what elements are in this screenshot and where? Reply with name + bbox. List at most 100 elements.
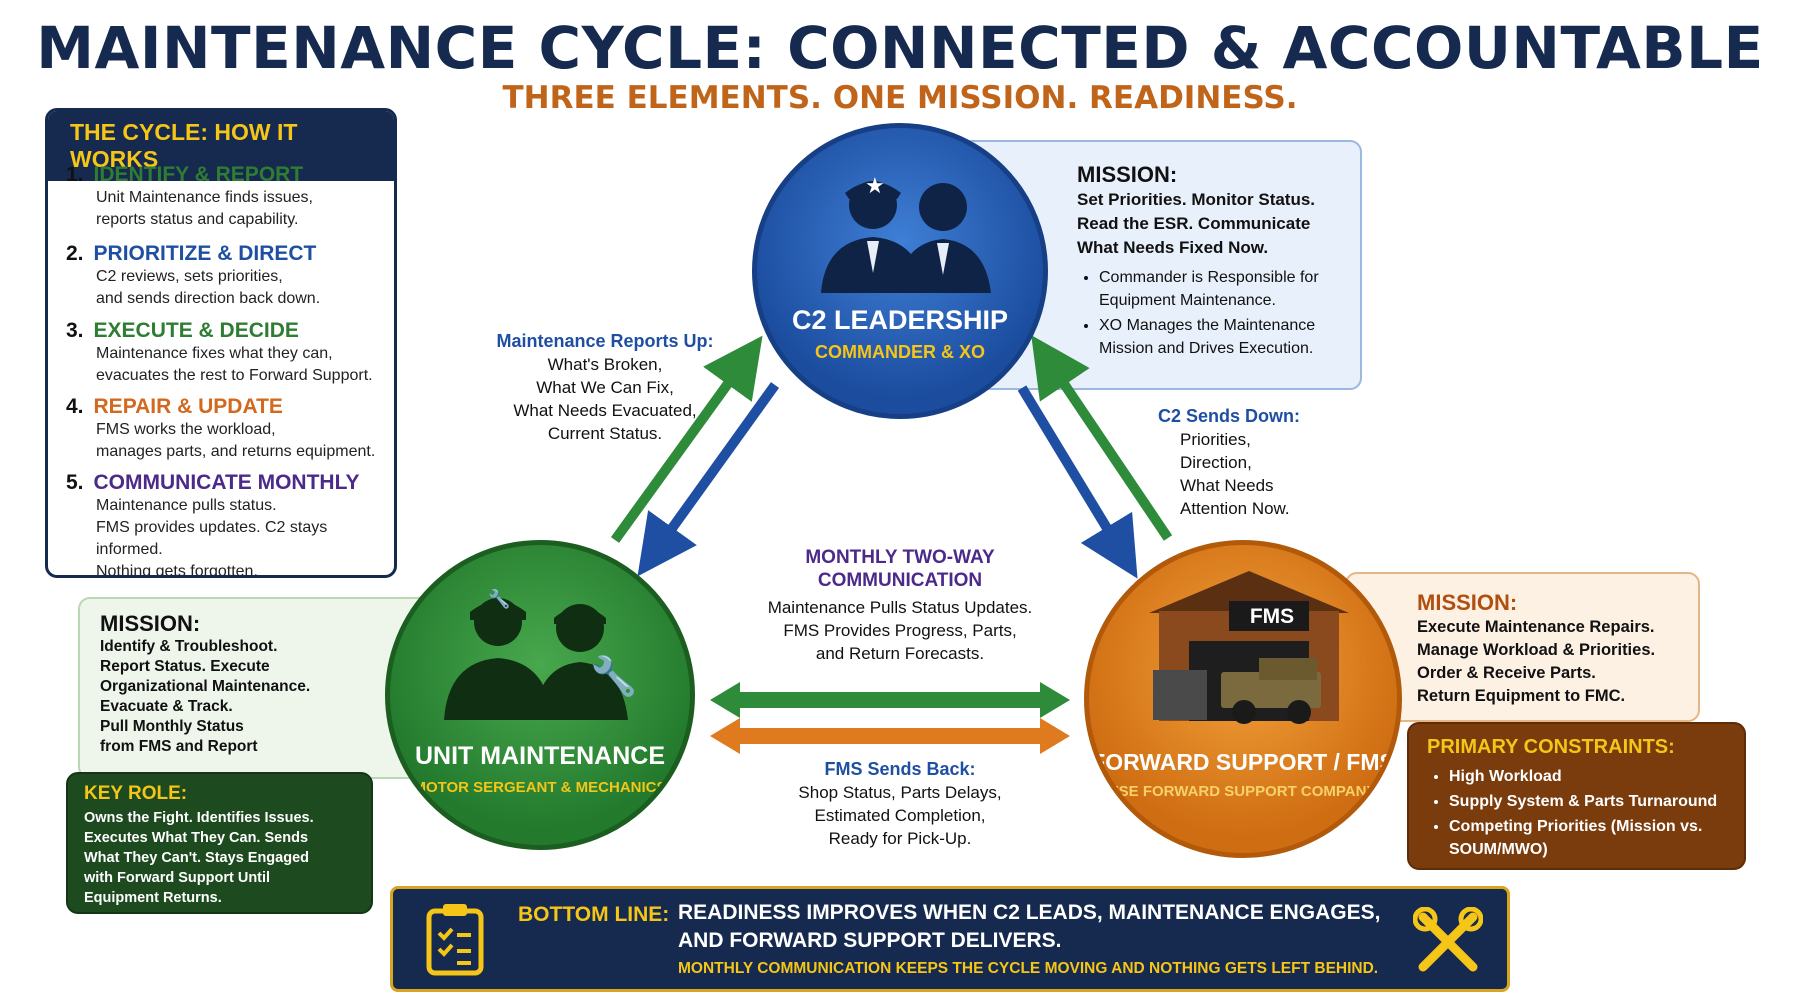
c2-mission-heading: MISSION:: [1077, 162, 1178, 187]
step-text: evacuates the rest to Forward Support.: [96, 367, 373, 384]
flow-line: Maintenance Pulls Status Updates.: [767, 598, 1033, 617]
page-title: MAINTENANCE CYCLE: CONNECTED & ACCOUNTAB…: [36, 14, 1764, 82]
c2-mission-line: What Needs Fixed Now.: [1077, 238, 1269, 257]
monthly-heading: MONTHLY TWO-WAY: [805, 547, 995, 568]
key-role-line: What They Can't. Stays Engaged: [84, 850, 310, 866]
key-role-line: Equipment Returns.: [84, 890, 222, 906]
arrow-direction-down-right: [1017, 385, 1138, 579]
flow-line: FMS Provides Progress, Parts,: [783, 621, 1017, 640]
cycle-step-5: 5. COMMUNICATE MONTHLY Maintenance pulls …: [66, 471, 394, 575]
unit-mission-line: from FMS and Report: [100, 738, 258, 755]
constraint-item: Supply System & Parts Turnaround: [1449, 790, 1739, 813]
step-text: FMS provides updates. C2 stays informed.: [96, 519, 328, 558]
fms-mission-line: Return Equipment to FMC.: [1417, 687, 1626, 705]
cycle-panel: THE CYCLE: HOW IT WORKS 1.IDENTIFY & REP…: [45, 108, 397, 578]
key-role-heading: KEY ROLE:: [84, 783, 188, 804]
forward-support-circle: FMS FORWARD SUPPORT / FMS FSE FORWARD SU…: [1084, 540, 1402, 858]
fms-sends-back-label: FMS Sends Back: Shop Status, Parts Delay…: [740, 758, 1060, 850]
person-silhouette-icon: [821, 181, 991, 293]
fms-mission-line: Execute Maintenance Repairs.: [1417, 618, 1655, 636]
unit-mission-line: Organizational Maintenance.: [100, 678, 311, 695]
flow-line: Shop Status, Parts Delays,: [798, 783, 1002, 802]
unit-mission-line: Evacuate & Track.: [100, 698, 233, 715]
cycle-step-4: 4. REPAIR & UPDATE FMS works the workload…: [66, 395, 394, 463]
fms-sends-back-heading: FMS Sends Back:: [824, 759, 976, 779]
step-title: COMMUNICATE MONTHLY: [93, 471, 360, 494]
bottom-line-text: READINESS IMPROVES WHEN C2 LEADS, MAINTE…: [678, 901, 1381, 924]
reports-up-label: Maintenance Reports Up: What's Broken, W…: [455, 330, 755, 445]
step-text: FMS works the workload,: [96, 421, 276, 438]
unit-mission-line: Report Status. Execute: [100, 658, 270, 675]
c2-mission-line: Read the ESR. Communicate: [1077, 214, 1311, 233]
c2-subtitle: COMMANDER & XO: [815, 342, 985, 362]
flow-line: What We Can Fix,: [536, 378, 674, 397]
step-title: PRIORITIZE & DIRECT: [93, 242, 317, 265]
reports-up-heading: Maintenance Reports Up:: [496, 331, 714, 351]
step-text: and sends direction back down.: [96, 290, 321, 307]
constraints-heading: PRIMARY CONSTRAINTS:: [1427, 736, 1675, 758]
arrow-status-up: [1031, 335, 1173, 541]
c2-sends-down-heading: C2 Sends Down:: [1158, 406, 1301, 426]
key-role-line: with Forward Support Until: [84, 870, 271, 886]
flow-line: What Needs: [1180, 476, 1274, 495]
star-icon: ★: [865, 173, 885, 198]
bottom-line-text: AND FORWARD SUPPORT DELIVERS.: [678, 929, 1062, 952]
fms-mission-line: Order & Receive Parts.: [1417, 664, 1596, 682]
flow-line: Direction,: [1180, 453, 1252, 472]
key-role-line: Executes What They Can. Sends: [84, 830, 309, 846]
bottom-line-label: BOTTOM LINE:: [518, 903, 670, 926]
flow-line: Estimated Completion,: [814, 806, 986, 825]
wrench-icon: 🔧: [590, 656, 638, 698]
flow-line: and Return Forecasts.: [815, 644, 985, 663]
cycle-step-1: 1.IDENTIFY & REPORT Unit Maintenance fin…: [66, 163, 394, 231]
constraint-item: Competing Priorities (Mission vs. SOUM/M…: [1449, 815, 1739, 861]
flow-line: What's Broken,: [547, 355, 663, 374]
step-number: 1.: [66, 163, 84, 186]
flow-line: What Needs Evacuated,: [513, 401, 697, 420]
bottom-line-banner: BOTTOM LINE: READINESS IMPROVES WHEN C2 …: [390, 886, 1510, 992]
fms-subtitle: FSE FORWARD SUPPORT COMPANY: [1109, 783, 1377, 800]
arrow-reports-up: [610, 335, 763, 543]
c2-bullet: Commander is Responsible for Equipment M…: [1099, 266, 1354, 312]
person-silhouette-icon: [444, 598, 628, 720]
step-text: manages parts, and returns equipment.: [96, 443, 376, 460]
flow-line: Priorities,: [1180, 430, 1251, 449]
step-text: Maintenance pulls status.: [96, 497, 277, 514]
constraints-box: PRIMARY CONSTRAINTS: High Workload Suppl…: [1407, 722, 1746, 870]
step-title: EXECUTE & DECIDE: [93, 319, 299, 342]
c2-leadership-circle: ★ C2 LEADERSHIP COMMANDER & XO: [752, 123, 1048, 419]
step-text: reports status and capability.: [96, 211, 299, 228]
crossed-tools-icon: [1413, 907, 1483, 972]
wrench-icon: 🔧: [488, 589, 511, 609]
c2-bullet: XO Manages the Maintenance Mission and D…: [1099, 314, 1354, 360]
unit-mission-box: MISSION: Identify & Troubleshoot. Report…: [78, 597, 438, 779]
step-number: 2.: [66, 242, 84, 265]
clipboard-checklist-icon: [426, 904, 484, 976]
step-text: C2 reviews, sets priorities,: [96, 268, 283, 285]
step-number: 5.: [66, 471, 84, 494]
fms-mission-box: MISSION: Execute Maintenance Repairs. Ma…: [1345, 572, 1700, 722]
c2-title: C2 LEADERSHIP: [791, 305, 1009, 335]
page-subtitle: THREE ELEMENTS. ONE MISSION. READINESS.: [502, 80, 1298, 116]
constraint-item: High Workload: [1449, 765, 1739, 788]
unit-maintenance-circle: 🔧 🔧 UNIT MAINTENANCE MOTOR SERGEANT & ME…: [385, 540, 695, 850]
fms-title: FORWARD SUPPORT / FMS: [1091, 749, 1395, 775]
cycle-step-2: 2. PRIORITIZE & DIRECT C2 reviews, sets p…: [66, 242, 394, 310]
step-title: REPAIR & UPDATE: [93, 395, 283, 418]
unit-mission-heading: MISSION:: [100, 611, 201, 636]
step-text: Maintenance fixes what they can,: [96, 345, 333, 362]
bottom-line-subtext: MONTHLY COMMUNICATION KEEPS THE CYCLE MO…: [678, 960, 1379, 977]
step-text: Unit Maintenance finds issues,: [96, 189, 313, 206]
fms-sign: FMS: [1249, 605, 1295, 628]
unit-mission-line: Pull Monthly Status: [100, 718, 244, 735]
arrow-two-way-orange: [710, 718, 1070, 754]
key-role-box: KEY ROLE: Owns the Fight. Identifies Iss…: [66, 772, 373, 914]
arrow-two-way-green: [710, 682, 1070, 718]
key-role-line: Owns the Fight. Identifies Issues.: [84, 810, 314, 826]
cycle-heading: THE CYCLE: HOW IT WORKS: [48, 111, 394, 181]
step-number: 4.: [66, 395, 84, 418]
military-truck-icon: [1153, 658, 1321, 724]
cycle-step-3: 3.EXECUTE & DECIDE Maintenance fixes wha…: [66, 319, 394, 387]
fms-mission-line: Manage Workload & Priorities.: [1417, 641, 1656, 659]
